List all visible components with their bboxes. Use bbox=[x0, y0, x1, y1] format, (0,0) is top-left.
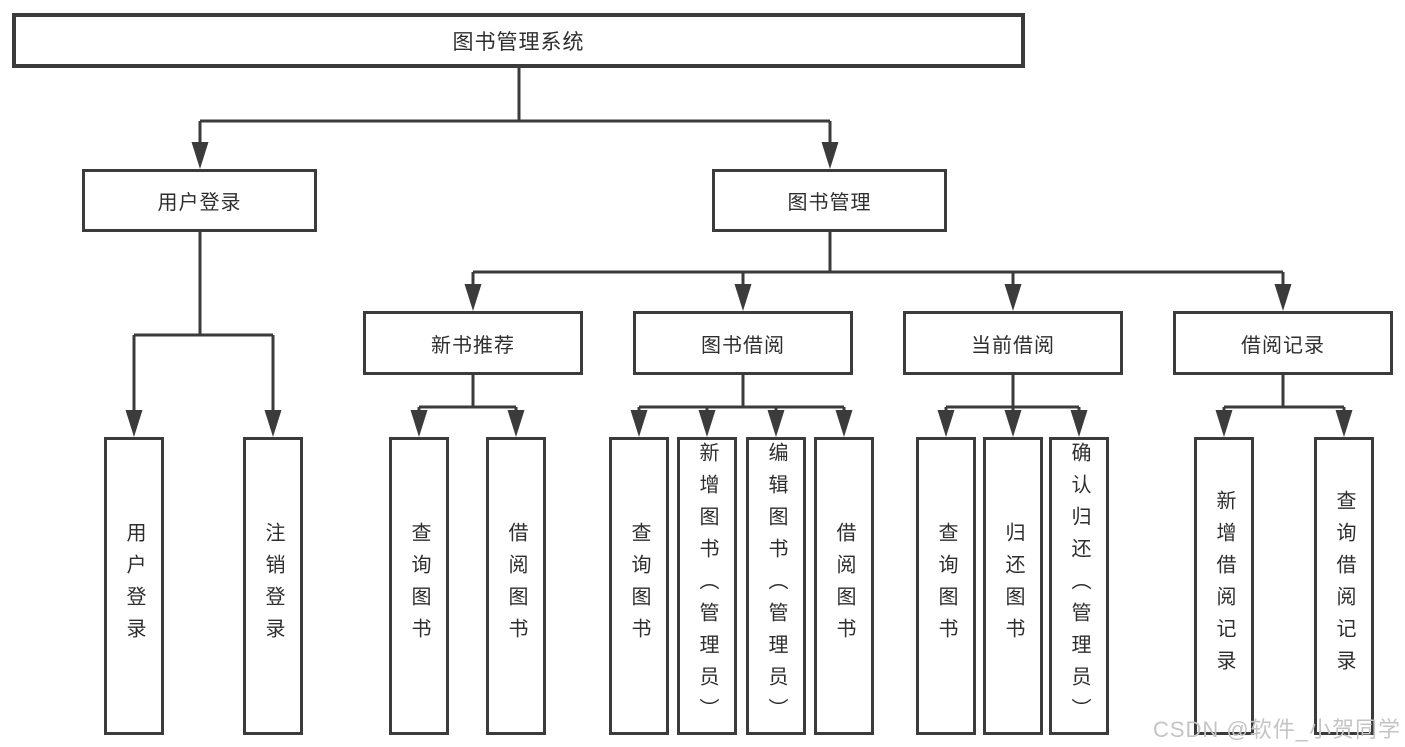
arrow-down-icon bbox=[464, 284, 482, 311]
leaf-label: 确认归还（管理员） bbox=[1068, 442, 1090, 730]
arrow-down-icon bbox=[1335, 410, 1353, 437]
leaf-label: 借阅图书 bbox=[505, 522, 527, 650]
arrow-down-icon bbox=[734, 284, 752, 311]
leaf-newbook-query-books: 查询图书 bbox=[389, 437, 449, 735]
leaf-label: 新增借阅记录 bbox=[1213, 490, 1235, 682]
node-label: 图书管理系统 bbox=[452, 30, 585, 54]
node-book-management: 图书管理 bbox=[712, 169, 947, 232]
leaf-label: 注销登录 bbox=[262, 522, 284, 650]
leaf-newbook-borrow-books: 借阅图书 bbox=[486, 437, 546, 735]
node-label: 当前借阅 bbox=[971, 334, 1055, 357]
leaf-label: 用户登录 bbox=[123, 522, 145, 650]
node-current-borrowing: 当前借阅 bbox=[903, 311, 1123, 375]
leaf-borrow-borrow-books: 借阅图书 bbox=[814, 437, 874, 735]
leaf-label: 归还图书 bbox=[1002, 522, 1024, 650]
leaf-current-query-books: 查询图书 bbox=[916, 437, 976, 735]
node-new-book-recommendation: 新书推荐 bbox=[363, 311, 583, 375]
arrow-down-icon bbox=[937, 410, 955, 437]
node-label: 图书管理 bbox=[787, 192, 872, 214]
node-root: 图书管理系统 bbox=[12, 13, 1025, 68]
leaf-records-add-record: 新增借阅记录 bbox=[1194, 437, 1254, 735]
arrow-down-icon bbox=[698, 410, 716, 437]
leaf-label: 新增图书（管理员） bbox=[696, 442, 718, 730]
node-label: 图书借阅 bbox=[701, 334, 785, 357]
leaf-label: 查询图书 bbox=[628, 522, 650, 650]
leaf-borrow-edit-books-admin: 编辑图书（管理员） bbox=[746, 437, 806, 735]
node-book-borrowing: 图书借阅 bbox=[633, 311, 853, 375]
watermark: CSDN @软件_小贺同学 bbox=[1152, 717, 1401, 742]
arrow-down-icon bbox=[264, 410, 282, 437]
arrow-down-icon bbox=[767, 410, 785, 437]
leaf-current-return-books: 归还图书 bbox=[983, 437, 1043, 735]
arrow-down-icon bbox=[191, 142, 209, 169]
leaf-current-confirm-return-admin: 确认归还（管理员） bbox=[1049, 437, 1109, 735]
node-borrowing-records: 借阅记录 bbox=[1173, 311, 1393, 375]
arrow-down-icon bbox=[410, 410, 428, 437]
leaf-label: 借阅图书 bbox=[833, 522, 855, 650]
leaf-logout: 注销登录 bbox=[243, 437, 303, 735]
leaf-label: 查询借阅记录 bbox=[1333, 490, 1355, 682]
node-label: 新书推荐 bbox=[431, 334, 515, 357]
leaf-label: 编辑图书（管理员） bbox=[765, 442, 787, 730]
arrow-down-icon bbox=[1070, 410, 1088, 437]
arrow-down-icon bbox=[125, 410, 143, 437]
arrow-down-icon bbox=[1274, 284, 1292, 311]
node-label: 用户登录 bbox=[157, 192, 242, 214]
leaf-user-login: 用户登录 bbox=[104, 437, 164, 735]
arrow-down-icon bbox=[1004, 284, 1022, 311]
arrow-down-icon bbox=[821, 142, 839, 169]
leaf-label: 查询图书 bbox=[408, 522, 430, 650]
arrow-down-icon bbox=[1215, 410, 1233, 437]
leaf-label: 查询图书 bbox=[935, 522, 957, 650]
leaf-borrow-add-books-admin: 新增图书（管理员） bbox=[677, 437, 737, 735]
arrow-down-icon bbox=[1004, 410, 1022, 437]
node-user-login: 用户登录 bbox=[82, 169, 317, 232]
leaf-records-query-record: 查询借阅记录 bbox=[1314, 437, 1374, 735]
arrow-down-icon bbox=[835, 410, 853, 437]
arrow-down-icon bbox=[507, 410, 525, 437]
arrow-down-icon bbox=[630, 410, 648, 437]
leaf-borrow-query-books: 查询图书 bbox=[609, 437, 669, 735]
node-label: 借阅记录 bbox=[1241, 334, 1325, 357]
